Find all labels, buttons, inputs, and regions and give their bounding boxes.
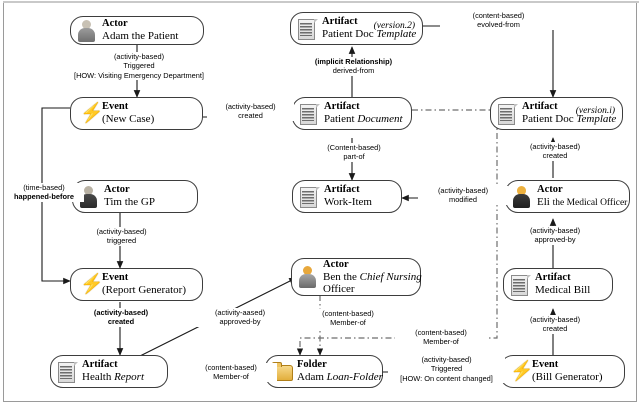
edge-label-created-document: (activity-based) created	[207, 102, 294, 121]
edge-label-eli-approved-by: (activity-based) approved-by	[510, 226, 600, 245]
node-kind-label: Event	[532, 359, 559, 371]
lightning-icon: ⚡	[510, 360, 534, 382]
node-version-label: (version.i)	[575, 106, 615, 116]
edge-label-happened-before: (time-based) happened-before	[4, 183, 84, 202]
node-artifact-patient-document[interactable]: Artifact Patient Document	[292, 97, 412, 130]
node-artifact-work-item[interactable]: Artifact Work-Item	[292, 180, 402, 213]
node-name-label: Patient Document	[324, 113, 403, 126]
node-artifact-patient-doc-template-v2[interactable]: Artifact Patient Doc Template (version.2…	[290, 12, 423, 45]
node-kind-label: Artifact	[82, 359, 118, 371]
document-icon	[298, 102, 320, 126]
node-kind-label: Artifact	[522, 101, 558, 113]
edge-label-part-of: (Content-based) part-of	[308, 143, 400, 162]
person-blonde-icon	[297, 265, 319, 289]
person-gray-icon	[76, 19, 98, 43]
edge-label-ben-approved-by: (activity-aased) approved-by	[195, 308, 285, 327]
edge-label-eli-created: (activity-based) created	[510, 142, 600, 161]
node-kind-label: Actor	[323, 258, 349, 270]
document-icon	[296, 17, 318, 41]
edge-label-tim-triggered: (activity-based) triggered	[78, 227, 165, 246]
node-kind-label: Actor	[102, 18, 128, 30]
node-kind-label: Event	[102, 272, 129, 284]
node-event-report-generator[interactable]: ⚡ Event (Report Generator)	[70, 268, 203, 301]
document-icon	[56, 360, 78, 384]
node-folder-adam-loan-folder[interactable]: Folder Adam Loan-Folder	[265, 355, 383, 388]
lightning-icon: ⚡	[80, 273, 104, 295]
node-kind-label: Artifact	[324, 184, 360, 196]
lightning-icon: ⚡	[80, 102, 104, 124]
node-name-label: Patient Doc Template	[522, 113, 617, 126]
edge-label-adam-newcase: (activity-based) Triggered [HOW: Visitin…	[43, 52, 235, 81]
node-kind-label: Actor	[104, 184, 130, 196]
edge-label-modified: (activity-based) modified	[418, 186, 508, 205]
node-kind-label: Event	[102, 101, 129, 113]
edge-label-billgen-created: (activity-based) created	[510, 315, 600, 334]
node-name-label: (Report Generator)	[102, 284, 186, 297]
node-event-bill-generator[interactable]: ⚡ Event (Bill Generator)	[500, 355, 625, 388]
node-name-label: Tim the GP	[104, 196, 155, 209]
node-kind-label: Artifact	[324, 101, 360, 113]
node-artifact-medical-bill[interactable]: Artifact Medical Bill	[503, 268, 613, 301]
node-artifact-health-report[interactable]: Artifact Health Report	[50, 355, 168, 388]
node-event-new-case[interactable]: ⚡ Event (New Case)	[70, 97, 203, 130]
node-actor-eli[interactable]: Actor Eli the Medical Officer	[505, 180, 630, 213]
node-artifact-patient-doc-template-vi[interactable]: Artifact Patient Doc Template (version.i…	[490, 97, 623, 130]
node-name-label: Patient Doc Template	[322, 28, 417, 41]
node-name-label: Adam Loan-Folder	[297, 371, 383, 384]
document-icon	[298, 185, 320, 209]
node-kind-label: Artifact	[535, 272, 571, 284]
person-woman-icon	[511, 185, 533, 209]
node-name-label: Adam the Patient	[102, 30, 179, 43]
edge-label-billgen-triggered: (activity-based) Triggered [HOW: On cont…	[388, 355, 505, 384]
node-actor-ben[interactable]: Actor Ben the Chief Nursing Officer	[291, 258, 422, 296]
person-dark-icon	[78, 185, 100, 209]
node-kind-label: Actor	[537, 184, 563, 196]
node-name-label: (Bill Generator)	[532, 371, 603, 384]
edge-label-ben-member-of: (content-based) Member-of	[303, 309, 393, 328]
node-name-label: Medical Bill	[535, 284, 591, 297]
edge-template-evolved-from	[423, 25, 557, 98]
node-name-label: Health Report	[82, 371, 145, 384]
node-actor-tim[interactable]: Actor Tim the GP	[72, 180, 198, 213]
node-name-label: Work-Item	[324, 196, 372, 209]
edge-label-patientdoc-member-of: (content-based) Member-of	[395, 328, 487, 347]
node-name-label: (New Case)	[102, 113, 155, 126]
node-name-label: Eli the Medical Officer	[537, 196, 628, 209]
edge-label-derived-from: (implicit Relationship) derived-from	[285, 57, 422, 76]
node-name-label-line2: Officer	[323, 282, 355, 295]
node-version-label: (version.2)	[373, 21, 415, 31]
edge-patientdoc-folder-member	[296, 109, 498, 356]
edge-label-evolved-from: (content-based) evolved-from	[440, 11, 557, 30]
document-icon	[496, 102, 518, 126]
document-icon	[509, 273, 531, 297]
node-kind-label: Artifact	[322, 16, 358, 28]
node-kind-label: Folder	[297, 359, 327, 371]
node-name-label: Ben the Chief Nursing	[323, 270, 422, 283]
folder-icon	[271, 360, 293, 384]
edge-label-report-created: (activity-based) created	[76, 308, 166, 327]
edge-label-healthreport-member-of: (content-based) Member-of	[185, 363, 277, 382]
node-actor-adam[interactable]: Actor Adam the Patient	[70, 16, 204, 45]
